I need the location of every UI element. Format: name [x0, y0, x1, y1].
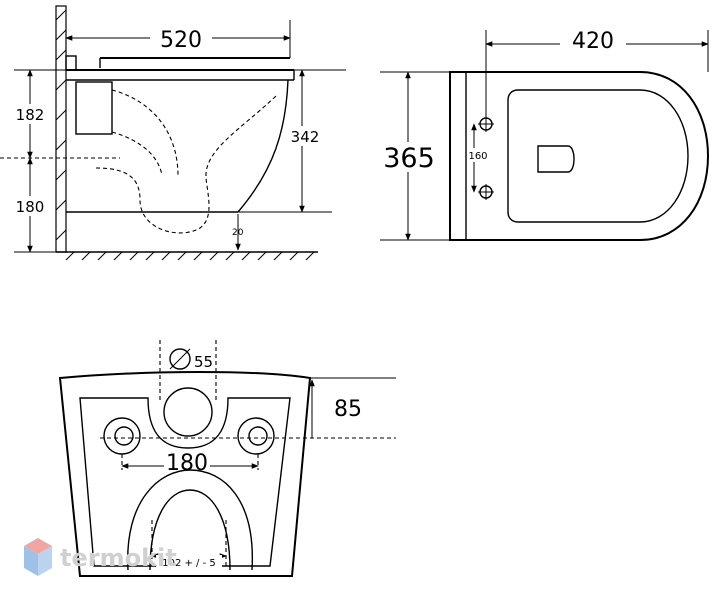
top-bolt-lower: [478, 184, 494, 200]
dim-label-342: 342: [291, 128, 320, 146]
rear-view: 180 102 + / - 5 55 85: [58, 340, 396, 577]
dim-label-180: 180: [16, 198, 45, 216]
outlet-circle: [163, 387, 213, 437]
diameter-symbol-circle: [169, 348, 191, 370]
drain-inner-arc: [149, 489, 231, 571]
dim-label-182: 182: [16, 106, 45, 124]
side-view: 520 182 180 342 20: [0, 5, 346, 261]
dim-label-520: 520: [160, 28, 202, 53]
bowl-opening: [537, 145, 575, 173]
toilet-top-outline: [449, 71, 710, 241]
dim-label-102: 102 + / - 5: [162, 558, 216, 569]
dim-label-160: 160: [468, 151, 487, 162]
rear-outer-outline: [58, 371, 312, 577]
toilet-side-body: [65, 55, 295, 234]
rear-bolt-left: [103, 417, 141, 455]
termokit-logo-icon: [24, 538, 52, 576]
dim-label-20: 20: [232, 228, 244, 238]
top-view: 160 420 365: [380, 29, 710, 241]
watermark: termokit: [24, 538, 177, 576]
wall-hatch: [55, 9, 67, 241]
rear-bolt-right: [237, 417, 275, 455]
rear-inner-outline: [79, 397, 291, 567]
floor-hatch: [65, 251, 315, 261]
dim-label-55: 55: [194, 353, 213, 371]
wall: [55, 5, 67, 253]
dim-label-420: 420: [572, 29, 614, 54]
drain-outer-arc: [127, 469, 253, 571]
bowl-rim: [507, 89, 689, 223]
watermark-text: termokit: [60, 544, 177, 572]
dim-label-180-rear: 180: [166, 451, 208, 476]
dim-label-365: 365: [383, 143, 435, 174]
dim-label-85: 85: [334, 397, 362, 422]
top-bolt-upper: [478, 116, 494, 132]
